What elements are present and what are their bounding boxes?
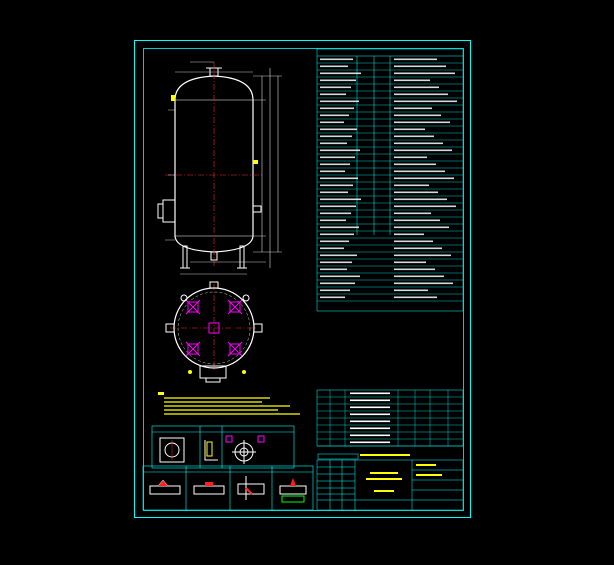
design-table-cell-mark — [394, 58, 437, 61]
design-table-cell-mark — [394, 156, 427, 159]
parts-list-cell-mark — [350, 392, 390, 395]
parts-list-cell-mark — [350, 434, 390, 437]
design-table-cell-mark — [320, 289, 350, 292]
parts-list-cell-mark — [350, 399, 390, 402]
weld-detail-graphics — [149, 476, 307, 503]
drawing-frame — [143, 48, 464, 511]
design-table-cell-mark — [394, 72, 455, 75]
parts-list-cell-mark — [350, 441, 390, 444]
design-table-cell-mark — [394, 114, 441, 117]
design-table-cell-mark — [320, 219, 346, 222]
design-table-cell-mark — [320, 156, 355, 159]
design-table-cell-mark — [320, 163, 350, 166]
design-table-cell-mark — [320, 135, 352, 138]
detail-view-graphics-1 — [159, 435, 265, 464]
design-table-cell-mark — [394, 128, 425, 131]
design-table-cell-mark — [320, 205, 356, 208]
parts-list-cell-mark — [350, 427, 390, 430]
design-table-cell-mark — [394, 65, 446, 68]
design-table-cell-mark — [394, 247, 442, 250]
design-table-cell-mark — [394, 149, 452, 152]
design-table-cell-mark — [394, 205, 456, 208]
parts-list-cell-mark — [350, 413, 390, 416]
design-table-cell-mark — [394, 296, 437, 299]
design-table-cell-mark — [320, 128, 357, 131]
design-table-cell-mark — [394, 275, 444, 278]
weld-details-row — [142, 465, 314, 511]
design-table-cell-mark — [394, 86, 439, 89]
design-table-cell-mark — [320, 86, 351, 89]
design-table-cell-mark — [320, 268, 347, 271]
design-table-cell-mark — [320, 65, 348, 68]
parts-list-rows — [317, 390, 463, 447]
design-table-cell-mark — [394, 170, 445, 173]
detail-views-row-1 — [151, 425, 295, 469]
design-table-cell-mark — [320, 275, 360, 278]
vessel-plan-view — [165, 281, 263, 383]
design-table-cell-mark — [320, 100, 359, 103]
design-table-cell-mark — [394, 233, 424, 236]
design-table-cell-mark — [320, 114, 349, 117]
parts-list-cell-mark — [350, 406, 390, 409]
design-table-cell-mark — [394, 240, 433, 243]
sheet-border — [134, 40, 471, 518]
design-table-cell-mark — [394, 121, 450, 124]
design-table-cell-mark — [394, 107, 432, 110]
design-table-cell-mark — [394, 289, 428, 292]
design-table-cell-mark — [394, 254, 451, 257]
design-table-cell-mark — [394, 198, 447, 201]
design-table-cell-mark — [320, 184, 353, 187]
design-table-cell-mark — [320, 107, 354, 110]
design-table-cell-mark — [320, 254, 357, 257]
design-table-cell-mark — [320, 226, 359, 229]
design-table-cell-mark — [320, 149, 360, 152]
design-table-cell-mark — [394, 268, 435, 271]
design-table-cell-mark — [320, 93, 346, 96]
design-table-cell-mark — [320, 247, 344, 250]
technical-notes — [158, 392, 300, 415]
design-table-cell-mark — [394, 93, 448, 96]
design-table-cell-mark — [320, 296, 345, 299]
design-table-cell-mark — [394, 142, 443, 145]
design-table-cell-mark — [394, 79, 430, 82]
design-table-cell-mark — [320, 233, 354, 236]
design-table-cell-mark — [320, 79, 356, 82]
design-table-cell-mark — [394, 226, 449, 229]
parts-list-cell-mark — [350, 420, 390, 423]
design-table-cell-mark — [394, 219, 440, 222]
design-table-cell-mark — [320, 198, 361, 201]
design-table-cell-mark — [320, 261, 352, 264]
design-data-rows — [317, 58, 463, 302]
title-block-marks — [317, 453, 442, 492]
design-table-cell-mark — [394, 282, 453, 285]
design-table-cell-mark — [394, 184, 429, 187]
design-table-cell-mark — [394, 177, 454, 180]
design-table-cell-mark — [394, 163, 436, 166]
design-table-cell-mark — [394, 135, 434, 138]
design-table-cell-mark — [320, 170, 345, 173]
design-table-cell-mark — [320, 191, 348, 194]
design-data-table — [316, 48, 464, 312]
design-table-cell-mark — [320, 121, 344, 124]
design-table-cell-mark — [320, 142, 347, 145]
design-table-cell-mark — [320, 58, 353, 61]
design-table-cell-mark — [394, 100, 457, 103]
title-block — [316, 459, 464, 511]
design-table-cell-mark — [320, 212, 351, 215]
design-table-cell-mark — [394, 191, 438, 194]
design-table-cell-mark — [394, 261, 426, 264]
design-table-cell-mark — [320, 282, 355, 285]
vessel-elevation-view — [157, 61, 282, 275]
design-table-cell-mark — [394, 212, 431, 215]
design-table-cell-mark — [320, 72, 361, 75]
design-table-cell-mark — [320, 177, 358, 180]
design-table-cell-mark — [320, 240, 349, 243]
